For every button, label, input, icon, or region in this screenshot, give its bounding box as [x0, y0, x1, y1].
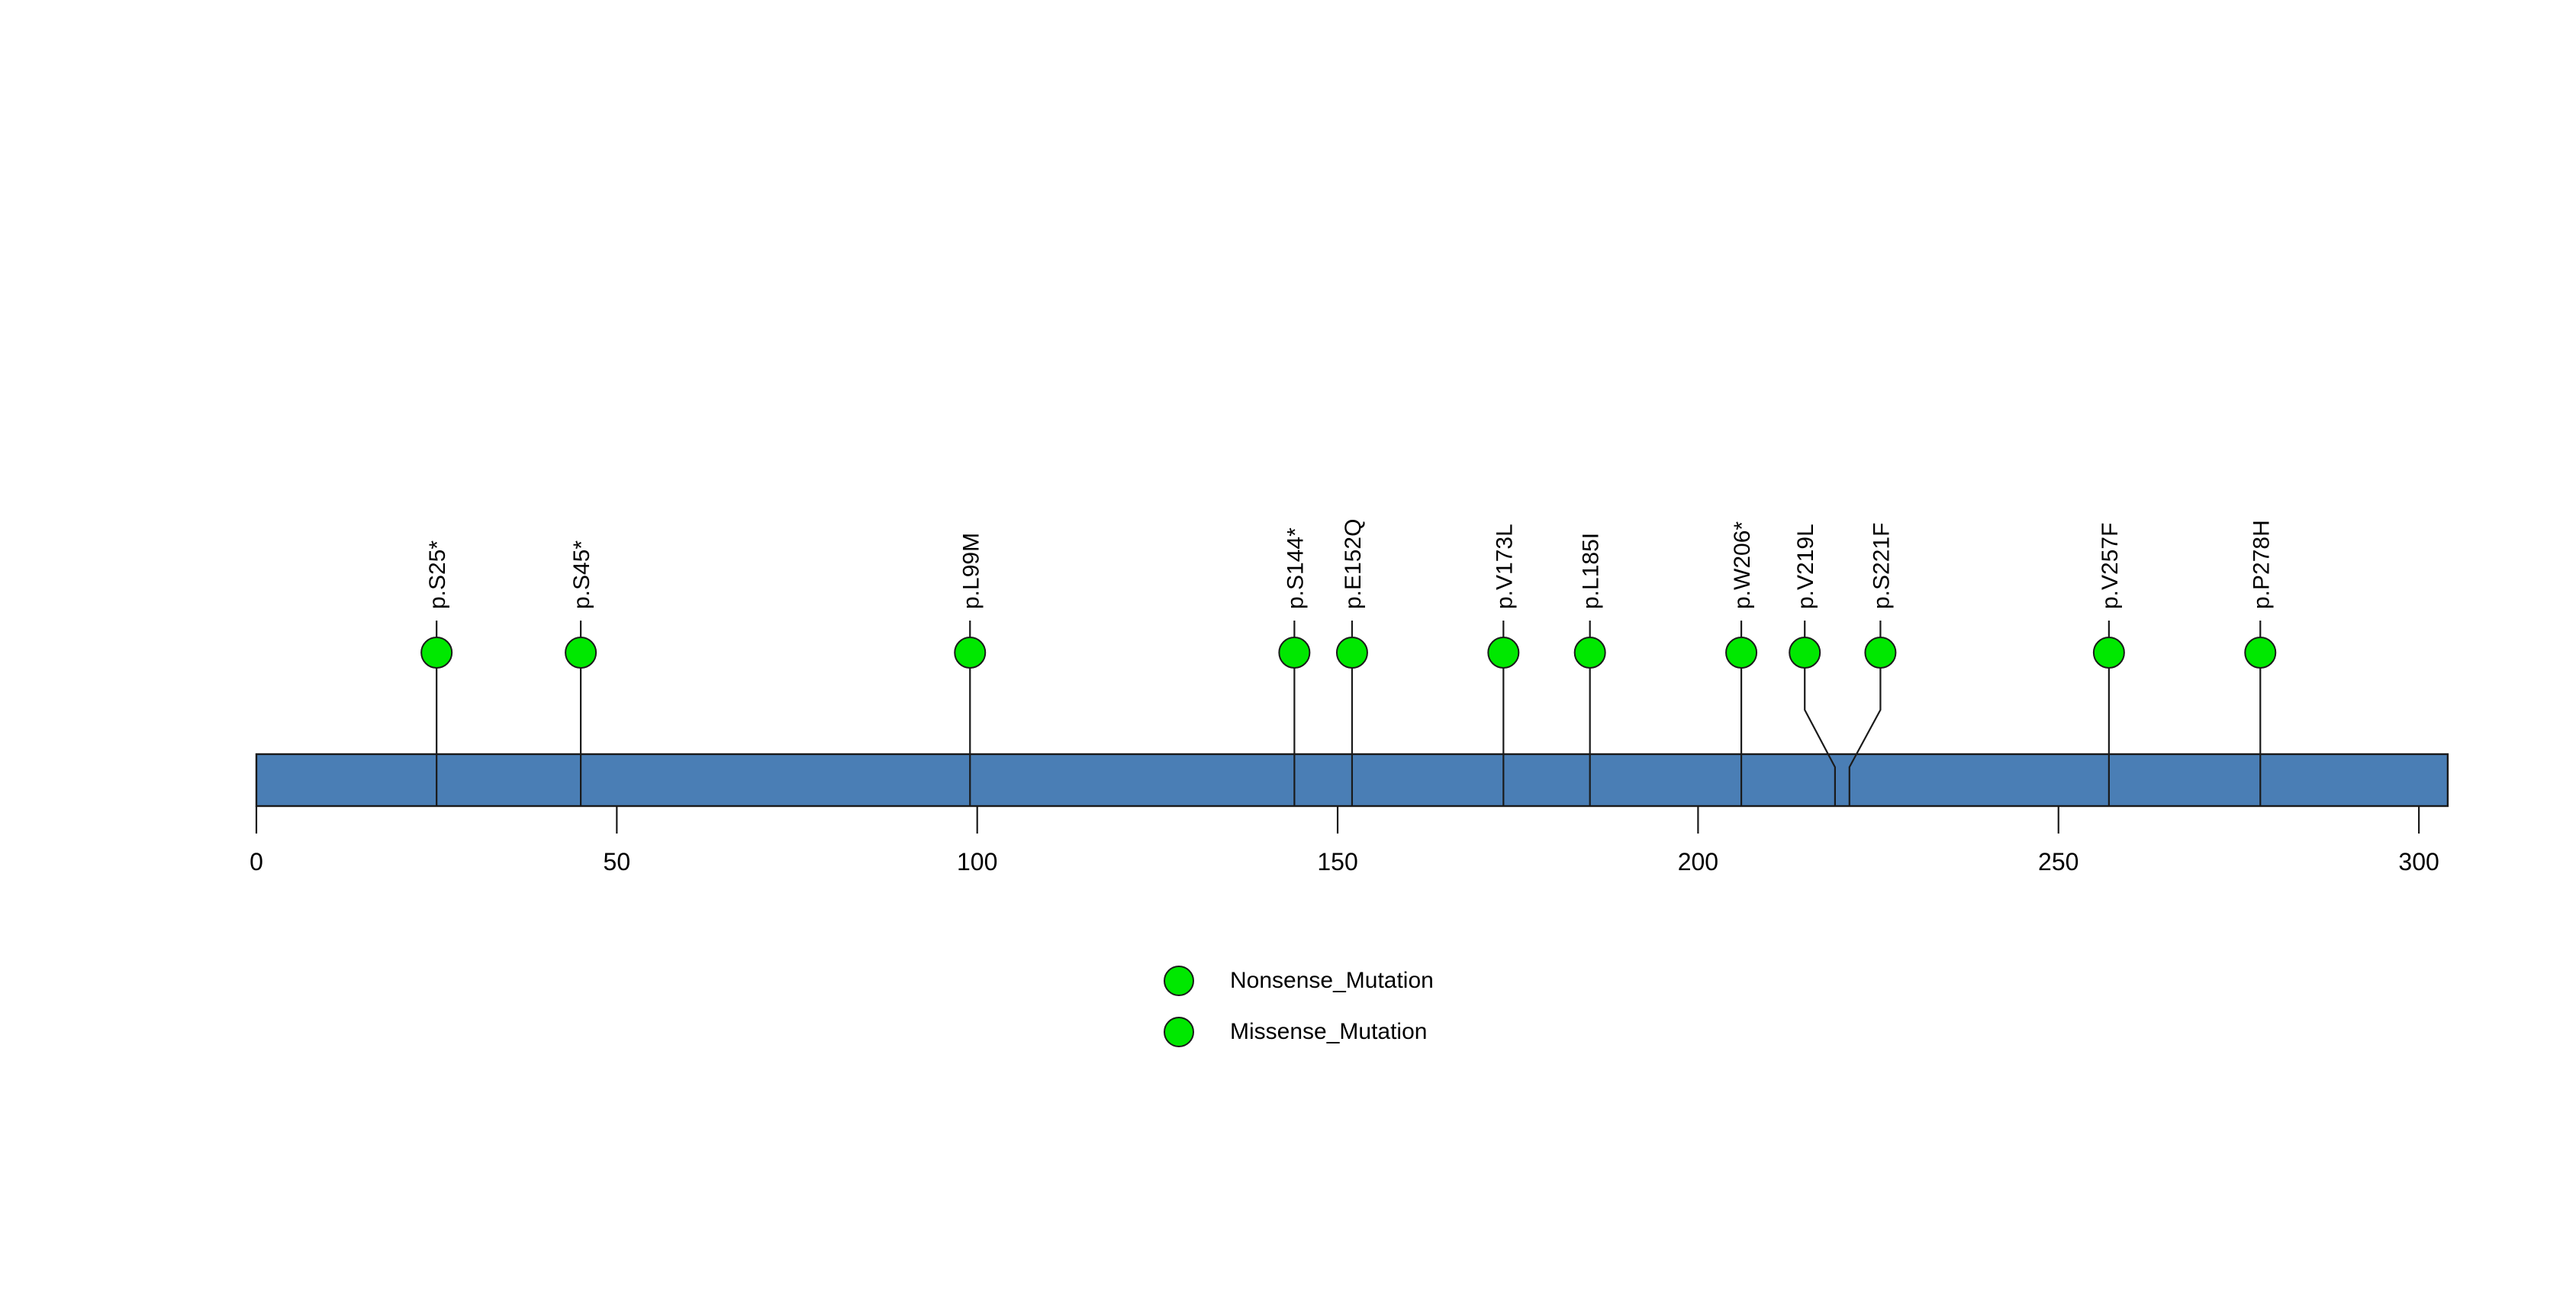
mutation-label-pL185I: p.L185I	[1579, 533, 1604, 609]
mutation-label-pV257F: p.V257F	[2098, 523, 2123, 609]
lollipop-marker-pE152Q[interactable]: p.E152Q (Missense_Mutation)	[1335, 637, 1368, 669]
axis-tick-label-100: 100	[957, 848, 997, 876]
legend-swatch-Missense_Mutation	[1164, 1017, 1194, 1047]
mutation-label-pS45: p.S45*	[569, 540, 594, 609]
lollipop-marker-pL185I[interactable]: p.L185I (Missense_Mutation)	[1573, 637, 1606, 669]
position-axis: 0 50 100 150 200 250 300	[250, 806, 2439, 876]
mutation-label-pV219L: p.V219L	[1793, 524, 1818, 609]
lollipop-marker-pV173L[interactable]: p.V173L (Missense_Mutation)	[1487, 637, 1520, 669]
lollipop-markers[interactable]: p.S25* (Nonsense_Mutation) p.S45* (Nonsen…	[420, 637, 2277, 669]
axis-tick-label-50: 50	[604, 848, 631, 876]
axis-tick-label-0: 0	[250, 848, 263, 876]
lollipop-marker-pW206[interactable]: p.W206* (Nonsense_Mutation)	[1725, 637, 1758, 669]
axis-tick-label-150: 150	[1317, 848, 1357, 876]
mutation-label-pL99M: p.L99M	[958, 533, 984, 609]
axis-tick-label-250: 250	[2038, 848, 2079, 876]
legend-label-Nonsense_Mutation: Nonsense_Mutation	[1230, 968, 1434, 993]
mutation-label-pS25: p.S25*	[425, 540, 450, 609]
lollipop-marker-pL99M[interactable]: p.L99M (Missense_Mutation)	[954, 637, 987, 669]
lollipop-marker-pS25[interactable]: p.S25* (Nonsense_Mutation)	[420, 637, 453, 669]
lollipop-marker-pV257F[interactable]: p.V257F (Missense_Mutation)	[2092, 637, 2125, 669]
mutation-label-pV173L: p.V173L	[1492, 524, 1517, 609]
mutation-labels: p.S25* p.S45* p.L99M p.S144* p.E152Q p.V173L p…	[425, 519, 2274, 609]
legend-label-Missense_Mutation: Missense_Mutation	[1230, 1019, 1427, 1044]
mutation-label-pS221F: p.S221F	[1869, 523, 1894, 609]
mutation-label-pE152Q: p.E152Q	[1341, 519, 1366, 609]
legend-swatch-Nonsense_Mutation	[1164, 966, 1194, 996]
mutation-label-pW206: p.W206*	[1730, 521, 1755, 609]
mutation-label-pS144: p.S144*	[1283, 527, 1308, 609]
mutation-label-pP278H: p.P278H	[2249, 520, 2274, 609]
lollipop-marker-pS221F[interactable]: p.S221F (Missense_Mutation)	[1864, 637, 1897, 669]
lollipop-marker-pV219L[interactable]: p.V219L (Missense_Mutation)	[1789, 637, 1821, 669]
lollipop-marker-pS144[interactable]: p.S144* (Nonsense_Mutation)	[1278, 637, 1311, 669]
axis-tick-label-200: 200	[1678, 848, 1718, 876]
lollipop-marker-pP278H[interactable]: p.P278H (Missense_Mutation)	[2244, 637, 2277, 669]
axis-tick-label-300: 300	[2398, 848, 2439, 876]
lollipop-marker-pS45[interactable]: p.S45* (Nonsense_Mutation)	[565, 637, 597, 669]
